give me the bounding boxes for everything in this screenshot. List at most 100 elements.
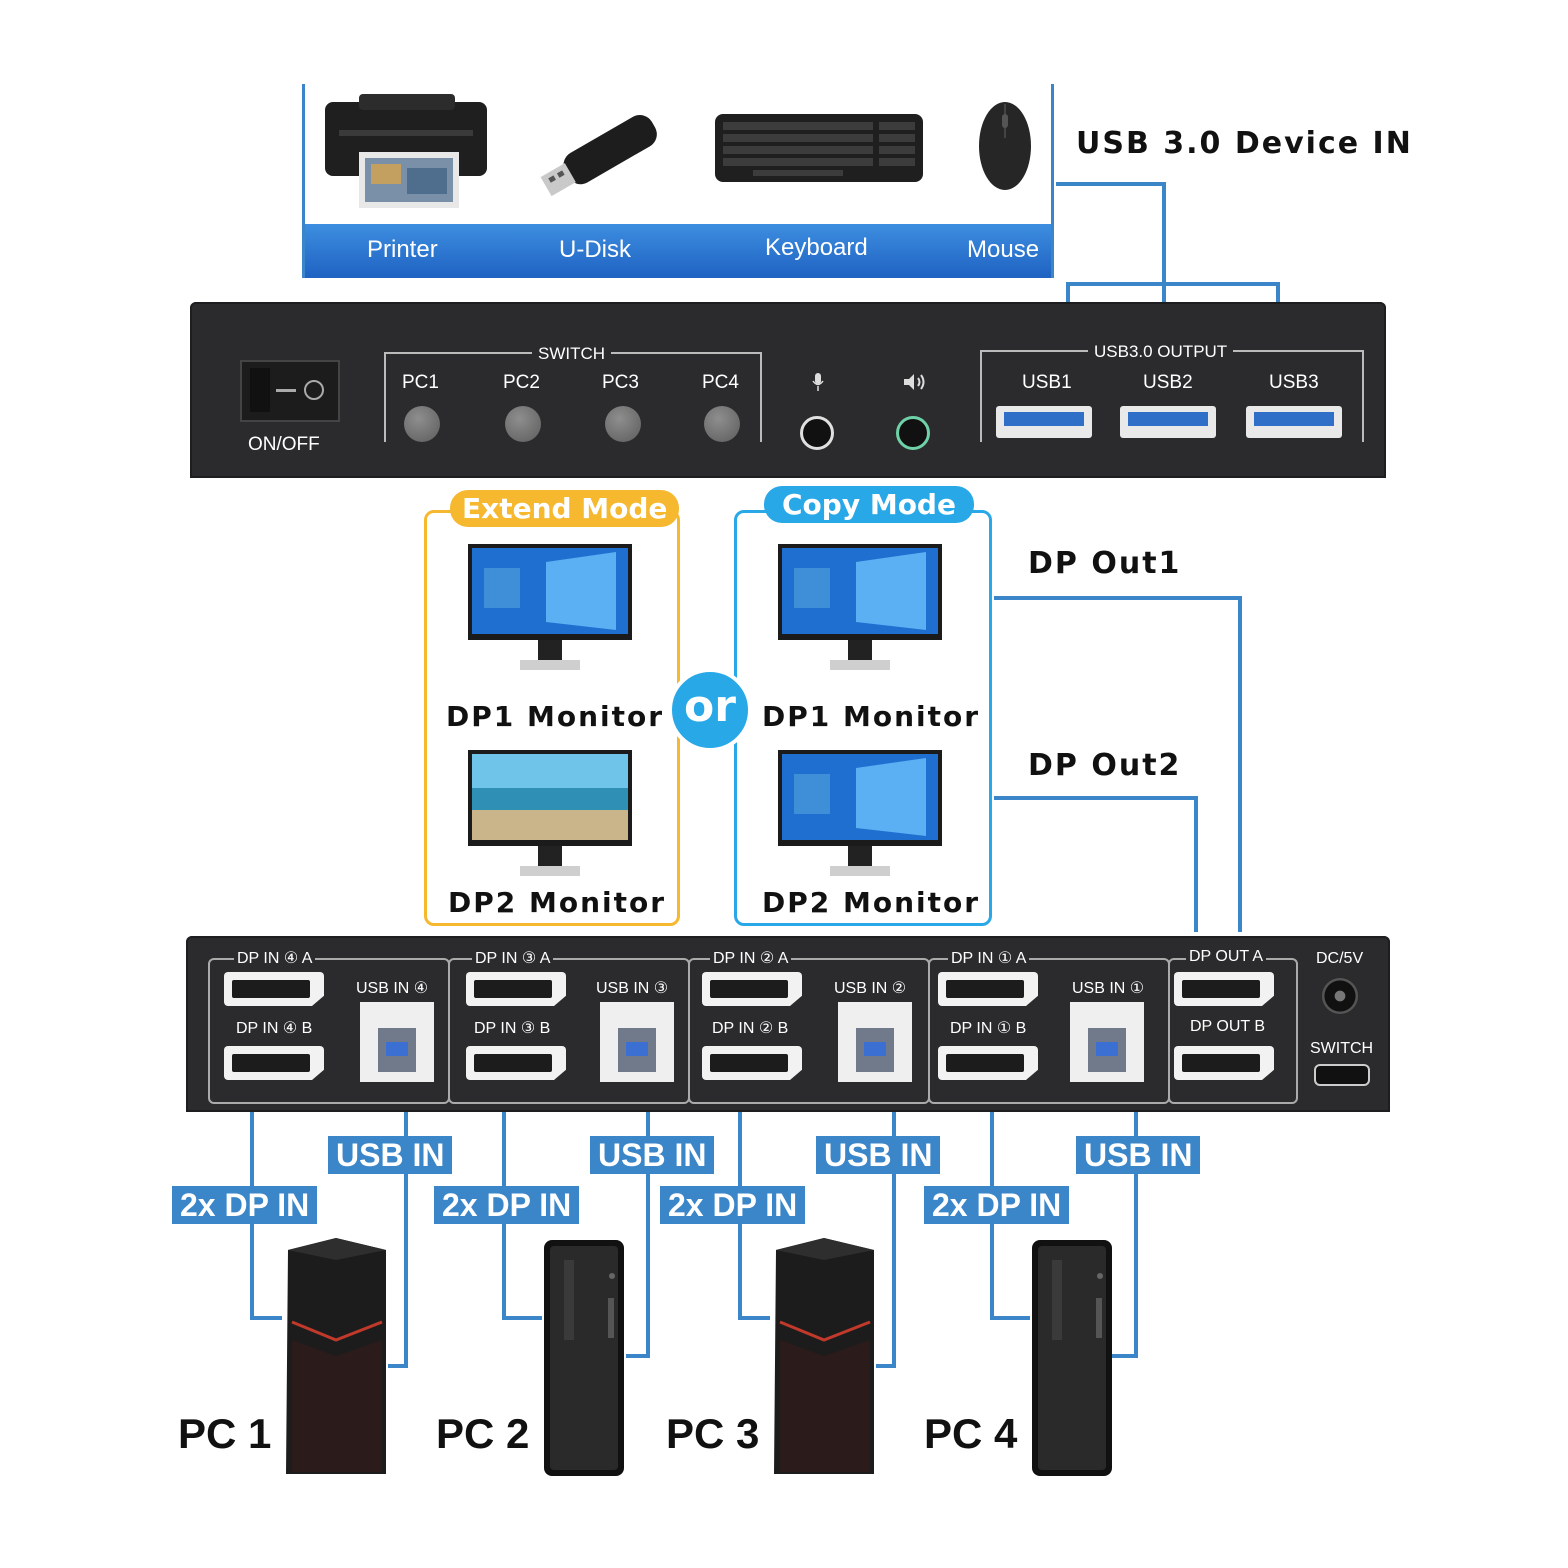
dp-out-b-label: DP OUT B <box>1190 1018 1265 1035</box>
pc3-usb-caption: USB IN <box>816 1136 941 1174</box>
dp-in1-b-label: DP IN ① B <box>950 1020 1027 1037</box>
pc3-tower-icon <box>770 1236 878 1478</box>
dp-in1-b-port[interactable] <box>938 1046 1038 1080</box>
mouse-icon <box>977 100 1033 192</box>
usb-output-label: USB3.0 OUTPUT <box>1088 342 1234 362</box>
pc2-usb-caption: USB IN <box>590 1136 715 1174</box>
extend-monitor2-label: DP2 Monitor <box>448 886 667 919</box>
device-label-udisk: U-Disk <box>559 236 631 263</box>
copy-monitor1 <box>776 542 944 676</box>
extend-mode-title: Extend Mode <box>450 490 680 527</box>
usb-in2-label: USB IN ② <box>834 980 907 997</box>
device-label-printer: Printer <box>367 236 438 263</box>
dp-out2-label: DP Out2 <box>1028 748 1182 783</box>
dp-out-b-port[interactable] <box>1174 1046 1274 1080</box>
dp-in1-a-label: DP IN ① A <box>948 948 1030 968</box>
pc3-button-label: PC3 <box>602 372 639 393</box>
dp-in4-b-label: DP IN ④ B <box>236 1020 313 1037</box>
rear-switch-label: SWITCH <box>1310 1040 1374 1057</box>
copy-monitor2 <box>776 748 944 882</box>
device-label-bar <box>305 224 1051 278</box>
microphone-icon <box>810 372 826 392</box>
usb2-label: USB2 <box>1143 372 1193 393</box>
usb2-port[interactable] <box>1120 406 1216 438</box>
pc1-label: PC 1 <box>178 1410 272 1457</box>
dp-in2-a-port[interactable] <box>702 972 802 1006</box>
or-badge: or <box>668 668 752 752</box>
usb3-label: USB3 <box>1269 372 1319 393</box>
usb1-port[interactable] <box>996 406 1092 438</box>
dp-in3-a-port[interactable] <box>466 972 566 1006</box>
power-symbol-circle <box>304 380 324 400</box>
power-symbol-line <box>276 389 296 392</box>
dp-in4-a-label: DP IN ④ A <box>234 948 316 968</box>
device-label-keyboard: Keyboard <box>765 234 868 261</box>
extend-monitor1 <box>466 542 634 676</box>
usb-in3-port[interactable] <box>600 1002 674 1082</box>
usb3-port[interactable] <box>1246 406 1342 438</box>
copy-mode-title: Copy Mode <box>764 486 974 523</box>
rear-switch-port[interactable] <box>1314 1064 1370 1086</box>
usb-in1-port[interactable] <box>1070 1002 1144 1082</box>
pc1-dp-caption: 2x DP IN <box>172 1186 318 1224</box>
device-in-title: USB 3.0 Device IN <box>1076 126 1413 161</box>
pc3-label: PC 3 <box>666 1410 760 1457</box>
dp-in1-a-port[interactable] <box>938 972 1038 1006</box>
pc1-usb-caption: USB IN <box>328 1136 453 1174</box>
usb-in3-label: USB IN ③ <box>596 980 669 997</box>
pc4-dp-caption: 2x DP IN <box>924 1186 1070 1224</box>
dp-in3-b-port[interactable] <box>466 1046 566 1080</box>
speaker-jack[interactable] <box>896 416 930 450</box>
device-label-mouse: Mouse <box>967 236 1040 263</box>
pc4-label: PC 4 <box>924 1410 1018 1457</box>
usb-in1-label: USB IN ① <box>1072 980 1145 997</box>
usb-in2-port[interactable] <box>838 1002 912 1082</box>
dp-in3-a-label: DP IN ③ A <box>472 948 554 968</box>
microphone-jack[interactable] <box>800 416 834 450</box>
dc-power-jack[interactable] <box>1322 978 1358 1014</box>
power-switch[interactable] <box>240 360 340 422</box>
pc3-button[interactable] <box>605 406 641 442</box>
pc2-tower-icon <box>542 1238 626 1478</box>
usb-in4-port[interactable] <box>360 1002 434 1082</box>
pc1-button[interactable] <box>404 406 440 442</box>
dc-label: DC/5V <box>1316 950 1364 967</box>
pc1-button-label: PC1 <box>402 372 439 393</box>
pc4-tower-icon <box>1030 1238 1114 1478</box>
dp-out-a-label: DP OUT A <box>1186 948 1267 966</box>
pc4-button-label: PC4 <box>702 372 739 393</box>
pc2-dp-caption: 2x DP IN <box>434 1186 580 1224</box>
dp-out-a-port[interactable] <box>1174 972 1274 1006</box>
front-panel: ON/OFF SWITCH PC1 PC2 PC3 PC4 USB3.0 OUT… <box>190 302 1386 478</box>
dp-in2-b-label: DP IN ② B <box>712 1020 789 1037</box>
extend-monitor2 <box>466 748 634 882</box>
copy-monitor1-label: DP1 Monitor <box>762 700 981 733</box>
pc4-button[interactable] <box>704 406 740 442</box>
dp-in2-b-port[interactable] <box>702 1046 802 1080</box>
pc3-dp-caption: 2x DP IN <box>660 1186 806 1224</box>
speaker-icon <box>902 372 928 392</box>
usb-drive-icon <box>530 104 670 200</box>
usb1-label: USB1 <box>1022 372 1072 393</box>
keyboard-icon <box>713 110 925 186</box>
printer-icon <box>319 92 493 212</box>
pc2-button-label: PC2 <box>503 372 540 393</box>
dp-in4-a-port[interactable] <box>224 972 324 1006</box>
pc2-button[interactable] <box>505 406 541 442</box>
device-strip: Printer U-Disk Keyboard Mouse <box>302 84 1054 278</box>
dp-in2-a-label: DP IN ② A <box>710 948 792 968</box>
dp-out1-label: DP Out1 <box>1028 546 1182 581</box>
copy-monitor2-label: DP2 Monitor <box>762 886 981 919</box>
switch-label: SWITCH <box>532 344 612 364</box>
back-panel: DP IN ④ A DP IN ④ B USB IN ④ DP IN ③ A D… <box>186 936 1390 1112</box>
usb-in4-label: USB IN ④ <box>356 980 429 997</box>
dp-in4-b-port[interactable] <box>224 1046 324 1080</box>
pc4-usb-caption: USB IN <box>1076 1136 1201 1174</box>
or-label: or <box>684 681 736 732</box>
power-label: ON/OFF <box>248 434 320 455</box>
extend-monitor1-label: DP1 Monitor <box>446 700 665 733</box>
dp-in3-b-label: DP IN ③ B <box>474 1020 551 1037</box>
pc1-tower-icon <box>282 1236 390 1478</box>
pc2-label: PC 2 <box>436 1410 530 1457</box>
